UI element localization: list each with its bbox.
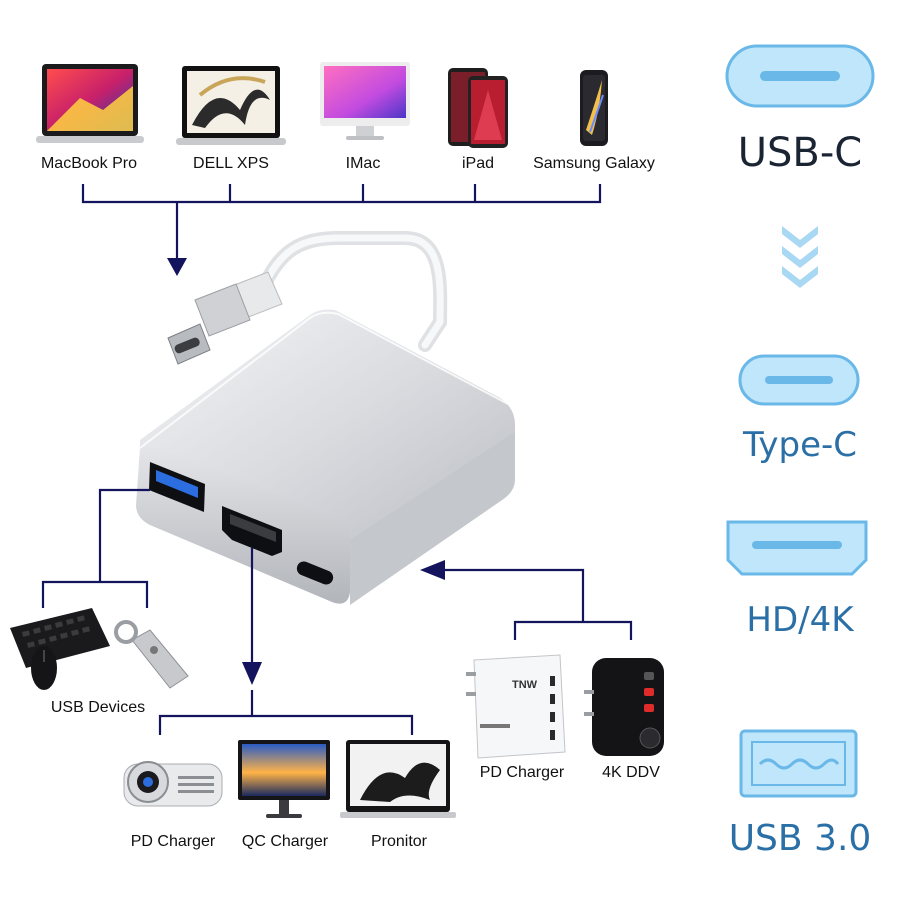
label-4k-ddv: 4K DDV — [602, 764, 660, 781]
ipad-icon — [448, 68, 508, 148]
samsung-galaxy-icon — [580, 70, 608, 146]
label-pronitor: Pronitor — [370, 833, 428, 850]
pd-charger-icon — [466, 654, 566, 759]
usb-a-port — [149, 462, 205, 512]
arrow-to-hdmi-outputs — [242, 662, 262, 685]
label-imac: IMac — [345, 155, 381, 172]
label-qc-charger: QC Charger — [241, 833, 329, 850]
source-connector-lines — [81, 184, 602, 262]
label-usb-3: USB 3.0 — [728, 818, 872, 859]
4k-ddv-charger-icon — [584, 658, 664, 756]
hdmi-port — [222, 506, 282, 556]
usb-c-port — [296, 561, 334, 585]
usb-3-connector-icon — [739, 729, 858, 798]
label-samsung-galaxy: Samsung Galaxy — [533, 155, 655, 172]
arrow-to-usbc — [167, 258, 187, 276]
keyboard-icon — [10, 608, 110, 668]
label-usb-devices: USB Devices — [50, 699, 146, 716]
imac-icon — [320, 62, 410, 140]
label-type-c: Type-C — [742, 425, 858, 465]
label-hdmi-pd-charger: PD Charger — [130, 833, 216, 850]
monitor-icon — [238, 740, 330, 818]
arrow-into-usbc-port — [420, 560, 445, 580]
usb-c-cable — [255, 231, 448, 352]
label-macbook-pro: MacBook Pro — [40, 155, 138, 172]
charger-brand-mark: TNW — [512, 679, 538, 691]
type-c-connector-icon — [738, 354, 860, 406]
label-ipad: iPad — [461, 155, 495, 172]
charger-brand-text: TNW — [512, 679, 538, 691]
label-hd-4k: HD/4K — [746, 600, 854, 640]
usb-c-plug — [167, 271, 283, 365]
label-pd-charger: PD Charger — [479, 764, 565, 781]
label-dell-xps: DELL XPS — [193, 155, 269, 172]
mouse-icon — [31, 646, 57, 690]
dell-xps-icon — [176, 66, 286, 145]
usb-flash-drive-icon — [114, 620, 189, 689]
macbook-pro-icon — [36, 64, 144, 143]
chevron-down-icon — [782, 226, 818, 288]
usb-c-connector-icon — [725, 44, 875, 108]
projector-screen-icon — [340, 740, 456, 818]
output-connector-lines — [41, 488, 633, 735]
projector-icon — [123, 761, 223, 807]
hdmi-connector-icon — [726, 520, 868, 576]
label-usb-c: USB-C — [737, 130, 863, 176]
